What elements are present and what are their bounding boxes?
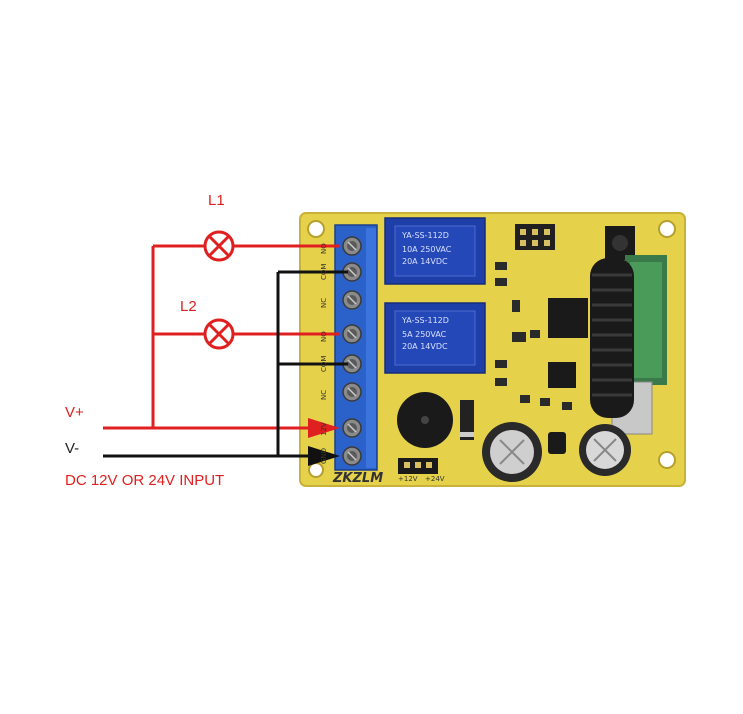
screw-terminal — [342, 382, 362, 402]
terminal-label: NC — [320, 298, 328, 308]
label-l2: L2 — [180, 298, 197, 315]
label-input-note: DC 12V OR 24V INPUT — [65, 472, 225, 489]
arrow-icon — [308, 418, 340, 438]
relay-top-text: YA-SS-112D 10A 250VAC 20A 14VDC — [401, 231, 452, 266]
antenna-coil — [590, 258, 634, 418]
jumper-24v-label: +24V — [425, 475, 445, 483]
mount-hole — [658, 220, 676, 238]
terminal-label: GND — [320, 448, 328, 464]
relay-bottom-text: YA-SS-112D 5A 250VAC 20A 14VDC — [401, 316, 449, 351]
push-button-component — [605, 226, 635, 260]
terminal-label: NC — [320, 390, 328, 400]
mount-hole — [307, 220, 325, 238]
pin-header — [515, 224, 555, 250]
terminal-label: COM — [320, 264, 328, 280]
wires-black — [103, 270, 348, 458]
power-jumper — [398, 458, 438, 474]
screw-terminal — [342, 418, 362, 438]
screw-terminal — [342, 446, 362, 466]
relay-top — [384, 217, 486, 285]
screw-terminal — [342, 236, 362, 256]
lamp-icon — [203, 230, 235, 262]
mount-hole — [308, 462, 324, 478]
jumper-12v-label: +12V — [398, 475, 418, 483]
ic-chip-small — [548, 362, 576, 388]
screw-terminal — [342, 324, 362, 344]
relay-rating-1: 10A 250VAC — [402, 245, 452, 254]
transistor — [548, 432, 566, 454]
terminal-labels: NO COM NC NO COM NC 12V GND — [320, 243, 328, 464]
label-v-plus: V+ — [65, 404, 84, 421]
relay-bottom-model: YA-SS-112D — [401, 316, 449, 325]
capacitor-large — [482, 422, 542, 482]
relay-rating-3b: 20A 14VDC — [402, 342, 448, 351]
ic-chip — [548, 298, 588, 338]
terminal-label: 12V — [320, 422, 328, 436]
buzzer — [397, 392, 453, 448]
smd-parts — [495, 262, 572, 410]
label-l1: L1 — [208, 192, 225, 209]
terminal-label: COM — [320, 356, 328, 372]
mount-hole — [658, 451, 676, 469]
capacitor-small — [579, 424, 631, 476]
diode — [460, 400, 474, 440]
relay-bottom — [384, 302, 486, 374]
relay-rating-3: 20A 14VDC — [402, 257, 448, 266]
label-v-minus: V- — [65, 440, 80, 457]
wires-red — [103, 244, 340, 430]
terminal-label: NO — [320, 331, 328, 342]
relay-top-model: YA-SS-112D — [401, 231, 449, 240]
screw-terminal — [342, 290, 362, 310]
relay-rating-2: 5A 250VAC — [402, 330, 447, 339]
arrow-icon — [308, 446, 340, 466]
brand-label: ZKZLM — [332, 471, 383, 486]
lamp-icon — [203, 318, 235, 350]
terminal-label: NO — [320, 243, 328, 254]
